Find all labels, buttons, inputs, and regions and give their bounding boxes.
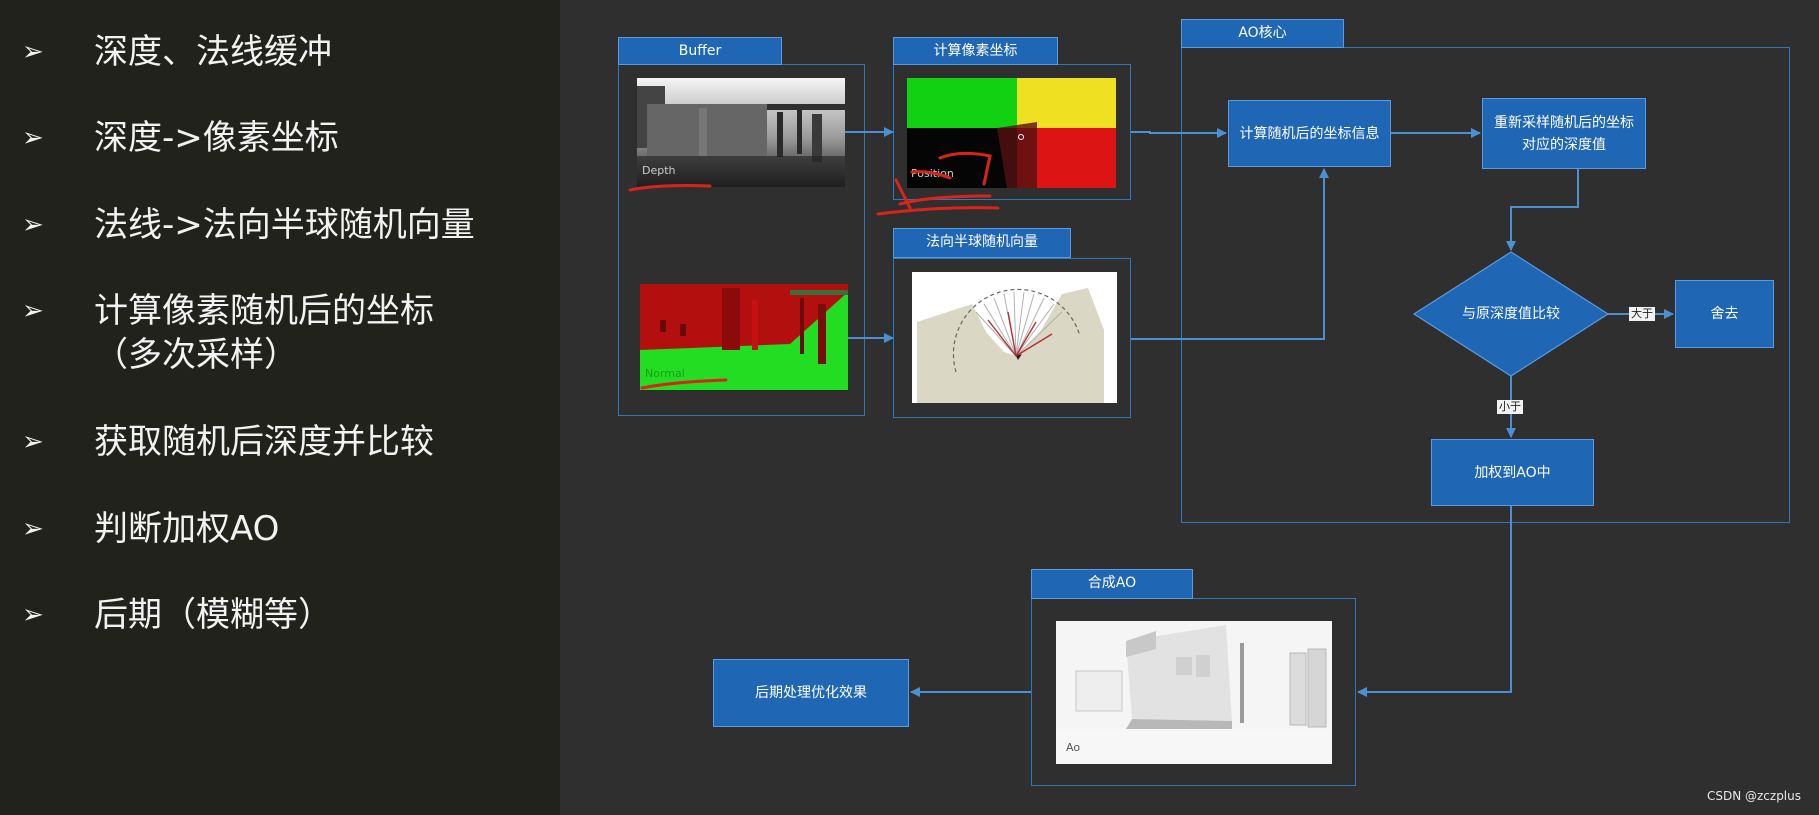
bullet-text: 获取随机后深度并比较 [94, 422, 434, 462]
bullet-text: 深度、法线缓冲 [94, 32, 332, 72]
buffer-panel-title: Buffer [618, 37, 782, 65]
pixel-coord-panel-title: 计算像素坐标 [893, 37, 1058, 65]
post-process-node: 后期处理优化效果 [713, 659, 909, 727]
hemisphere-panel-title: 法向半球随机向量 [893, 228, 1071, 258]
ao-image-label: Ao [1066, 741, 1081, 754]
discard-node: 舍去 [1675, 280, 1774, 348]
depth-image-label: Depth [642, 164, 676, 177]
normal-image: Normal [640, 284, 848, 390]
bullet-arrow-icon: ➢ [22, 296, 44, 326]
bullet-arrow-icon: ➢ [22, 427, 44, 457]
position-render [907, 78, 1116, 188]
bullet-text: 计算像素随机后的坐标 （多次采样） [94, 291, 434, 375]
depth-image: Depth [637, 78, 845, 187]
edge-resample-to-compare [1506, 169, 1579, 251]
position-annotation-stroke [938, 151, 992, 186]
edge-position-to-calc [1131, 128, 1227, 138]
less-edge-label: 小于 [1497, 400, 1523, 414]
handwritten-annotations [628, 151, 1000, 390]
edge-hemisphere-to-calc [1131, 168, 1329, 340]
ao-image: Ao [1056, 621, 1332, 764]
depth-underline [628, 184, 712, 192]
position-annotation-stroke [876, 206, 1000, 216]
bullet-arrow-icon: ➢ [22, 600, 44, 630]
bullet-text: 深度->像素坐标 [94, 118, 339, 158]
bullet-arrow-icon: ➢ [22, 123, 44, 153]
ao-core-panel [1181, 47, 1790, 523]
ao-render [1056, 621, 1332, 764]
bullet-arrow-icon: ➢ [22, 37, 44, 67]
bullet-text: 判断加权AO [94, 509, 280, 549]
compare-depth-label: 与原深度值比较 [1462, 306, 1560, 322]
combine-ao-panel-title: 合成AO [1031, 569, 1193, 599]
normal-render [640, 284, 848, 390]
bullet-arrow-icon: ➢ [22, 210, 44, 240]
position-annotation-stroke [910, 170, 952, 180]
hemisphere-illustration [917, 288, 1104, 403]
position-annotation-stroke [898, 194, 992, 206]
bullet-text: 后期（模糊等） [94, 595, 332, 635]
normal-underline [640, 378, 728, 390]
hemisphere-image [912, 272, 1117, 403]
bullet-text: 法线->法向半球随机向量 [94, 205, 475, 245]
resample-depth-node: 重新采样随机后的坐标 对应的深度值 [1482, 98, 1646, 169]
greater-edge-label: 大于 [1629, 307, 1655, 321]
ao-core-panel-title: AO核心 [1181, 19, 1344, 48]
bullet-arrow-icon: ➢ [22, 514, 44, 544]
depth-render [637, 78, 845, 187]
normal-image-label: Normal [645, 367, 685, 380]
combine-ao-panel [1031, 598, 1356, 786]
weight-ao-node: 加权到AO中 [1431, 439, 1594, 506]
bullet-panel: ➢ 深度、法线缓冲 ➢ 深度->像素坐标 ➢ 法线->法向半球随机向量 ➢ 计算… [0, 0, 560, 815]
calc-random-coord-node: 计算随机后的坐标信息 [1228, 100, 1391, 167]
position-annotation-stroke [894, 178, 912, 210]
watermark: CSDN @zczplus [1706, 789, 1801, 803]
position-image: Position [907, 78, 1116, 188]
edge-weight-to-combine [1357, 506, 1512, 697]
